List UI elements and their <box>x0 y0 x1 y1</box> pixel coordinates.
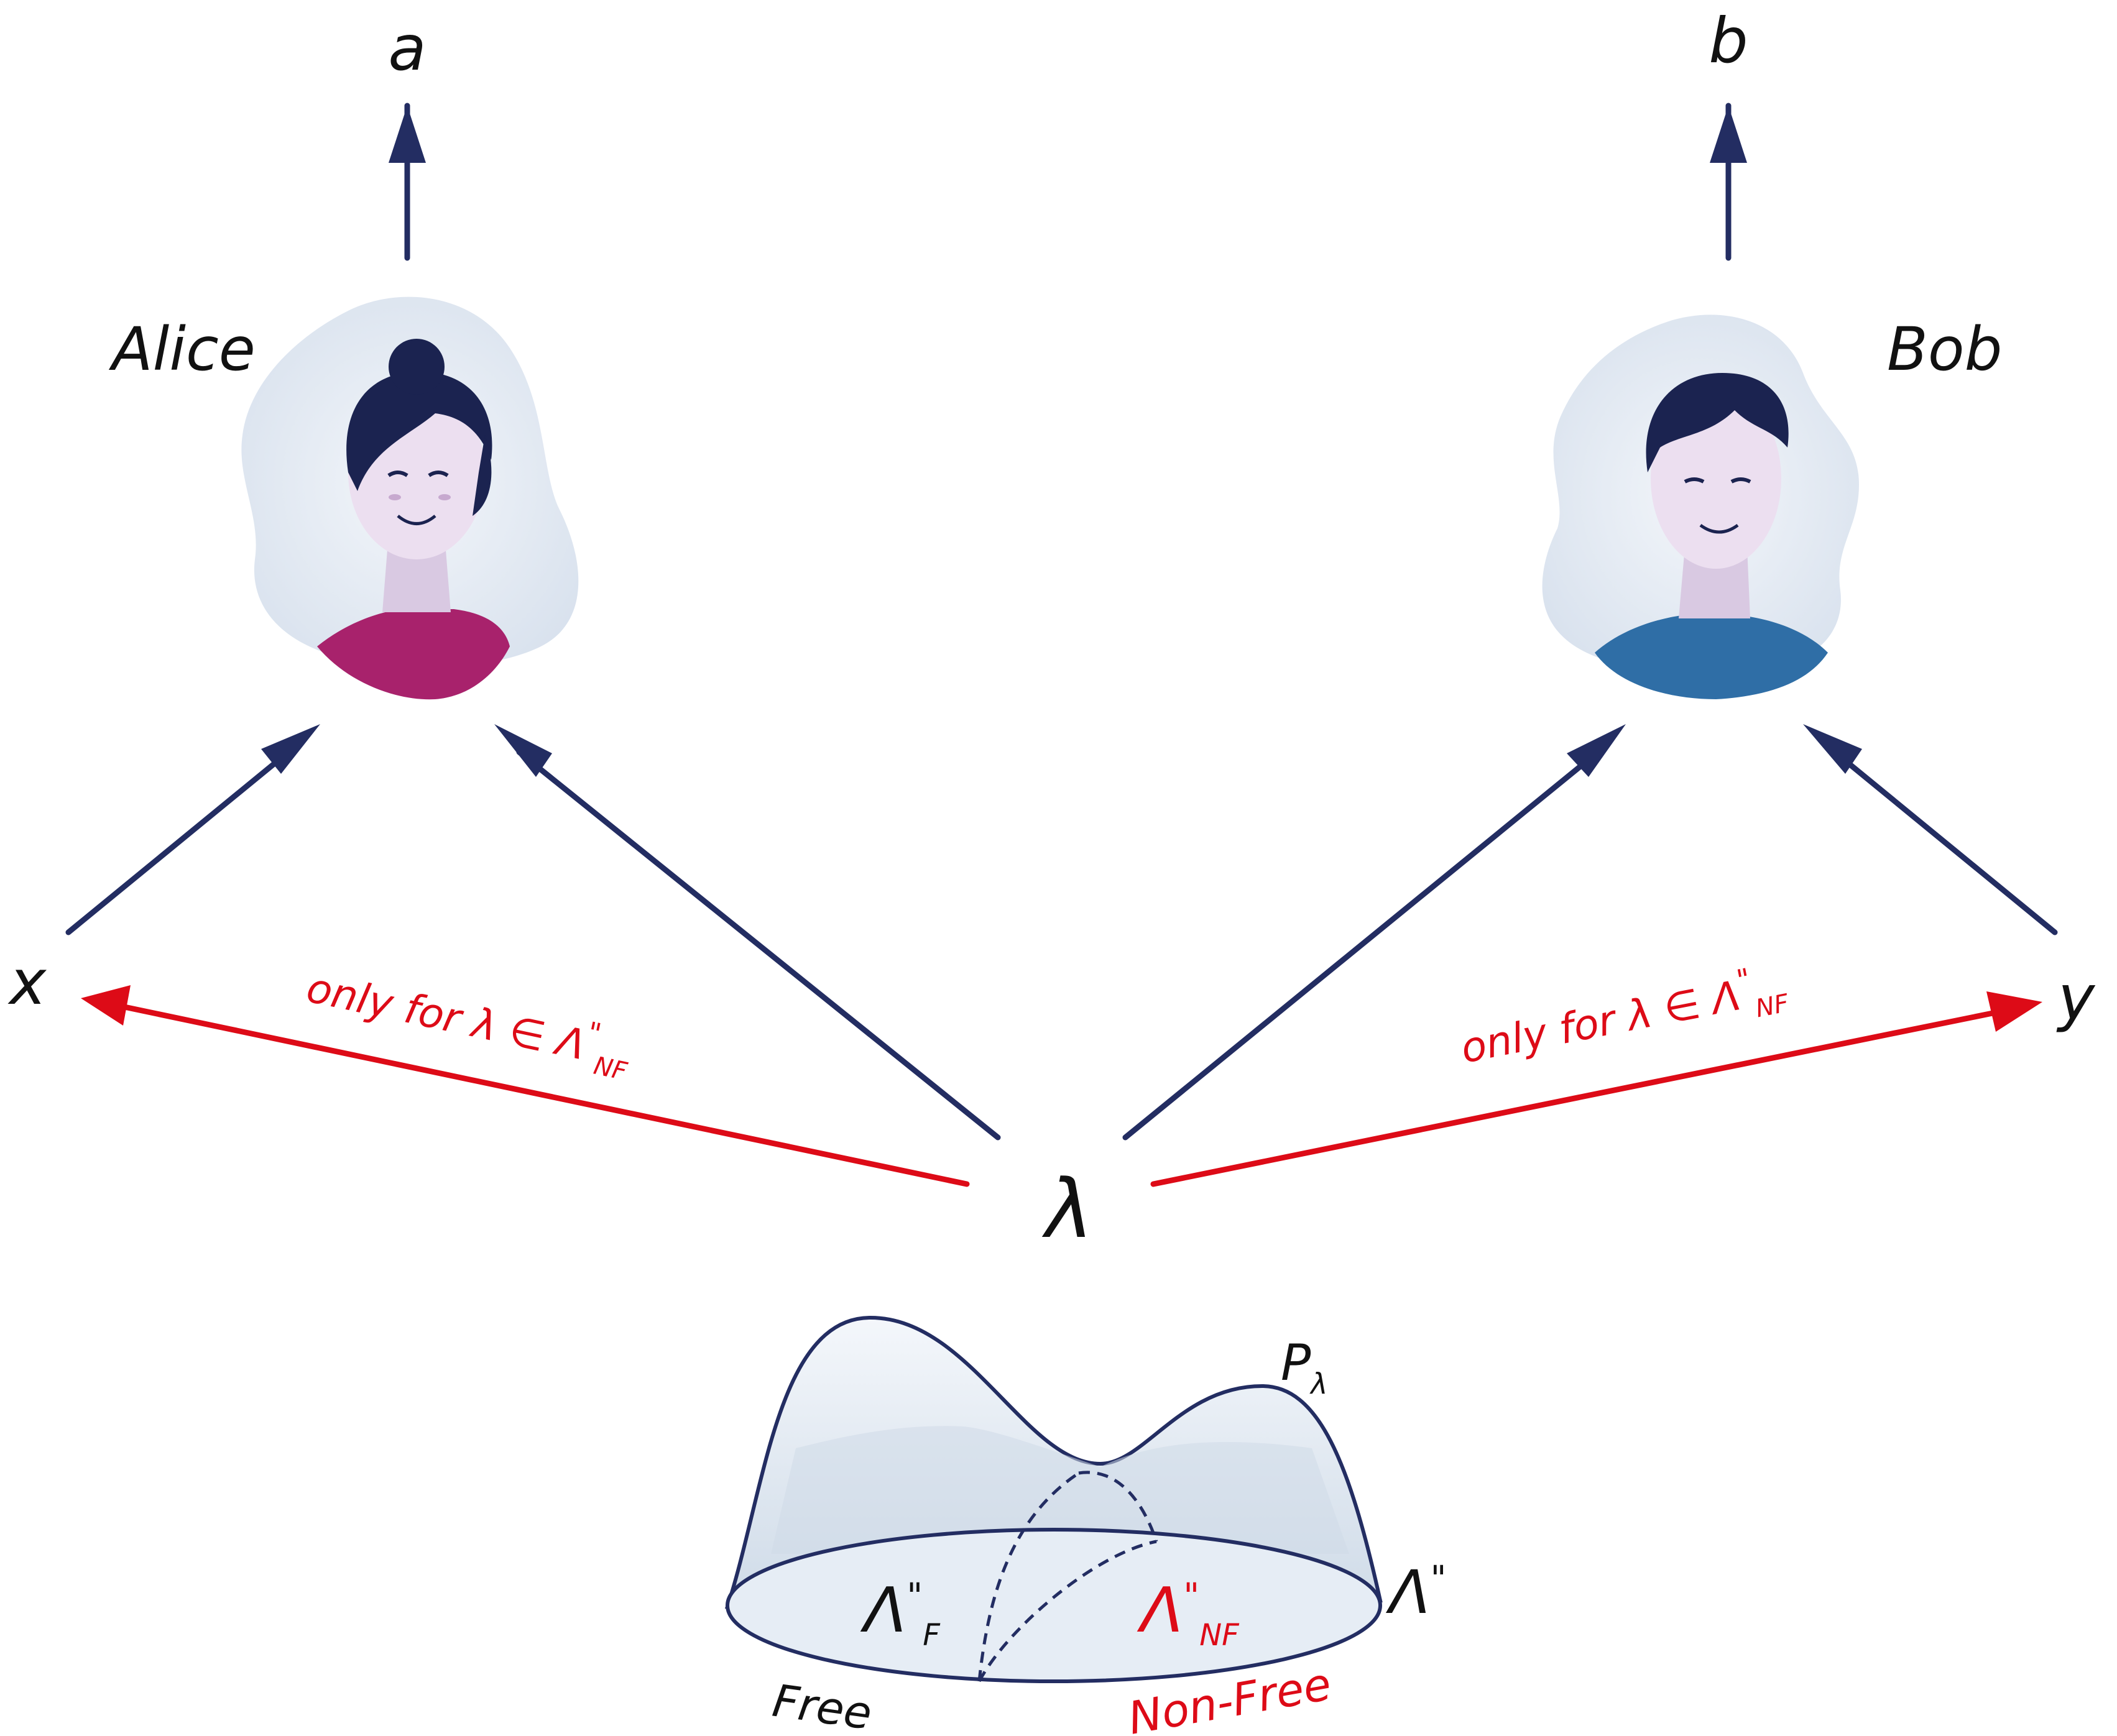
man-avatar-icon <box>1595 373 1828 699</box>
label-b: b <box>1709 4 1748 77</box>
arrow-lambda-to-bob <box>1122 749 1601 1141</box>
red-arrowhead-x <box>81 985 131 1026</box>
label-lambda-f: Λ"F <box>860 1574 941 1653</box>
label-y: y <box>2056 962 2096 1034</box>
distribution-cone <box>724 1315 1383 1683</box>
arrow-lambda-to-alice <box>516 749 1001 1141</box>
alice-avatar <box>241 296 579 700</box>
red-label-right: only for λ ∈ Λ"NF <box>1455 955 1792 1080</box>
arrowhead-b <box>1710 106 1747 163</box>
label-alice: Alice <box>108 315 256 384</box>
cone-base <box>726 1528 1382 1683</box>
arrow-x-to-alice <box>65 746 295 935</box>
partition-curve-2 <box>977 1540 1157 1683</box>
label-a: a <box>388 12 426 85</box>
label-p-lambda: Pλ <box>1281 1334 1327 1400</box>
label-lambda-double-prime: Λ" <box>1385 1558 1446 1627</box>
arrowhead-lambda-bob <box>1567 724 1626 777</box>
label-free: Free <box>770 1674 875 1736</box>
partition-curve-3 <box>1078 1471 1158 1542</box>
partition-curve-1 <box>977 1471 1080 1682</box>
label-lambda-nf: Λ"NF <box>1137 1574 1240 1653</box>
arrowhead-lambda-alice <box>494 724 552 777</box>
cone-shade <box>771 1426 1349 1554</box>
label-bob: Bob <box>1887 315 2003 384</box>
bob-avatar <box>1542 315 1859 699</box>
red-arrowhead-y <box>1986 991 2042 1032</box>
red-arrow-lambda-to-x <box>121 1004 970 1187</box>
label-x: x <box>7 946 47 1019</box>
arrowhead-a <box>389 106 426 163</box>
label-lambda: λ <box>1042 1162 1094 1256</box>
woman-avatar-icon <box>317 339 510 700</box>
navy-arrows <box>65 103 2058 1141</box>
red-arrow-lambda-to-y <box>1150 1010 1996 1187</box>
red-label-left: only for λ ∈ Λ"NF <box>301 957 637 1086</box>
arrow-y-to-bob <box>1828 746 2058 935</box>
arrowhead-x-alice <box>261 724 320 774</box>
arrowhead-y-bob <box>1803 724 1862 774</box>
red-arrows <box>81 985 2042 1187</box>
